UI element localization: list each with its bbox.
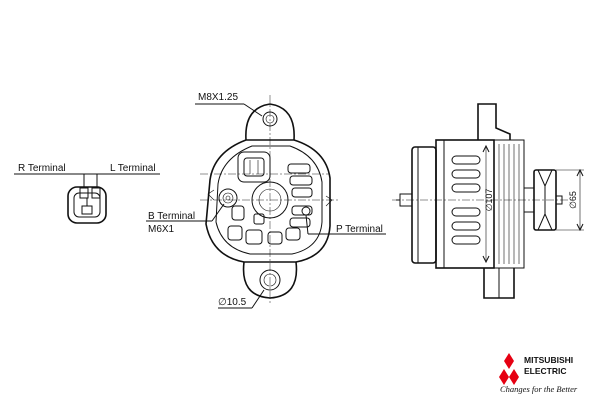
l-terminal-label: L Terminal	[110, 163, 156, 174]
b-thread-label: M6X1	[148, 224, 175, 235]
bottom-hole-label: ∅10.5	[218, 297, 247, 308]
brand-name-line1: MITSUBISHI	[524, 355, 573, 365]
front-view	[200, 95, 340, 305]
side-view-dimensions	[482, 144, 584, 264]
p-terminal-label: P Terminal	[336, 224, 383, 235]
brand-name-line2: ELECTRIC	[524, 366, 567, 376]
connector-plug	[14, 173, 160, 224]
body-diameter-label: ∅107	[484, 189, 494, 212]
cooling-fins	[498, 144, 520, 264]
r-terminal-label: R Terminal	[18, 163, 66, 174]
mitsubishi-logo	[499, 353, 519, 385]
b-terminal-label: B Terminal	[148, 211, 195, 222]
front-view-callouts	[146, 103, 386, 309]
top-bolt-label: M8X1.25	[198, 92, 238, 103]
pulley-diameter-label: ∅65	[568, 191, 578, 209]
side-view	[392, 103, 574, 299]
brand-tagline: Changes for the Better	[500, 384, 578, 394]
